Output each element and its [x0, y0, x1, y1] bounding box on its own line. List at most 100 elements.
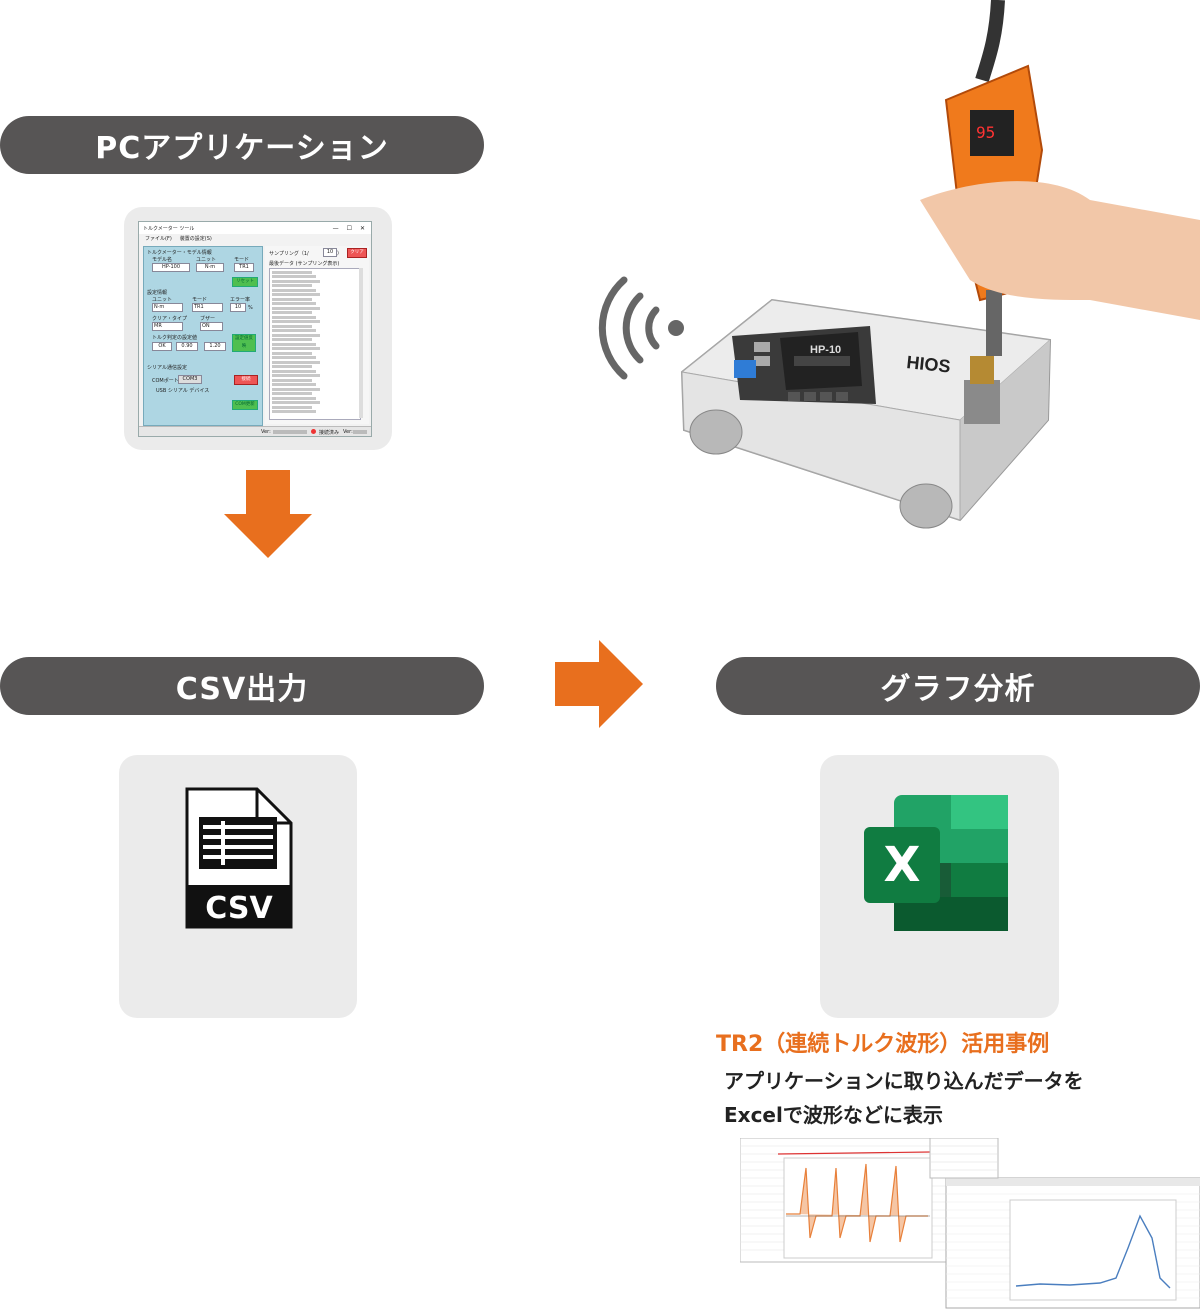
- unit-field: N·m: [196, 263, 224, 272]
- csv-file-icon: [185, 787, 293, 929]
- set-mode-select[interactable]: TR1: [192, 303, 223, 312]
- judge-mode-select[interactable]: OK: [152, 342, 172, 351]
- error-rate-select[interactable]: 10: [230, 303, 246, 312]
- menu-settings[interactable]: 装置の設定(S): [179, 236, 212, 242]
- excel-card: X: [820, 755, 1059, 1018]
- right-arrow-icon: [555, 640, 643, 728]
- csv-output-header: CSV出力: [0, 657, 484, 715]
- svg-text:95: 95: [976, 123, 995, 142]
- wireless-signal-icon: [598, 276, 684, 380]
- excel-screenshots: [740, 1138, 1200, 1309]
- group-model-label: トルクメーター・モデル情報: [147, 250, 212, 256]
- data-list-row: [272, 333, 320, 337]
- minimize-icon[interactable]: —: [332, 224, 339, 232]
- data-list-row: [272, 288, 316, 292]
- data-scrollbar[interactable]: [359, 268, 363, 418]
- apply-judge-button[interactable]: 設定値反映: [232, 334, 256, 352]
- data-list-row: [272, 405, 312, 409]
- connect-button[interactable]: 接続: [234, 375, 258, 385]
- data-list-row: [272, 279, 320, 283]
- status-dot-icon: [311, 429, 316, 434]
- set-mode-label: モード: [192, 297, 208, 303]
- data-list-row: [272, 338, 312, 341]
- status-connection: 接続済み: [319, 430, 340, 436]
- mode-field: TR1: [234, 263, 254, 272]
- data-list-row: [272, 369, 316, 373]
- excel-icon: [864, 795, 1008, 931]
- data-list-row: [272, 315, 316, 319]
- settings-panel: トルクメーター・モデル情報 モデル名 ユニット モード HP-100 N·m T…: [143, 246, 263, 426]
- group-serial-label: シリアル通信設定: [147, 365, 187, 371]
- blue-button: [734, 360, 756, 378]
- data-list-row: [272, 365, 312, 368]
- data-list-row: [272, 284, 312, 287]
- data-list[interactable]: [269, 268, 361, 420]
- unit-label: ユニット: [196, 257, 217, 263]
- status-ver: Ver:: [261, 429, 271, 435]
- device-brand-logo: HIOS: [906, 352, 952, 376]
- model-label: モデル名: [152, 257, 173, 263]
- status-ver2: Ver:: [343, 429, 353, 435]
- data-list-row: [272, 293, 320, 296]
- judge-high-field[interactable]: 1.20: [204, 342, 226, 351]
- set-unit-label: ユニット: [152, 297, 173, 303]
- pc-app-card: トルクメーター ツール — ☐ ✕ ファイル(F) 装置の設定(S) トルクメーター…: [124, 207, 392, 450]
- set-unit-select[interactable]: N·m: [152, 303, 183, 312]
- com-port-label: COMポート: [152, 378, 179, 384]
- down-arrow-icon: [224, 470, 312, 558]
- caption-body: アプリケーションに取り込んだデータを Excelで波形などに表示: [724, 1064, 1084, 1132]
- clear-type-label: クリア・タイプ: [152, 316, 188, 322]
- error-rate-label: エラー率: [230, 297, 251, 303]
- data-list-row: [272, 378, 312, 382]
- status-ver-value: [273, 430, 307, 434]
- data-header: 最後データ (サンプリング表示): [269, 261, 340, 267]
- graph-analysis-header: グラフ分析: [716, 657, 1200, 715]
- menu-file[interactable]: ファイル(F): [145, 236, 172, 242]
- data-list-row: [272, 297, 312, 301]
- app-window: トルクメーター ツール — ☐ ✕ ファイル(F) 装置の設定(S) トルクメーター…: [138, 221, 372, 437]
- sampling-field[interactable]: 10: [323, 248, 337, 257]
- data-list-row: [272, 347, 320, 350]
- data-list-row: [272, 270, 312, 274]
- csv-card: CSV: [119, 755, 357, 1018]
- caption-line-2: Excelで波形などに表示: [724, 1103, 943, 1127]
- data-list-row: [272, 396, 316, 400]
- judge-low-field[interactable]: 0.90: [176, 342, 198, 351]
- excel-letter: X: [883, 837, 921, 893]
- model-field: HP-100: [152, 263, 190, 272]
- close-icon[interactable]: ✕: [359, 224, 365, 232]
- caption-title: TR2（連続トルク波形）活用事例: [716, 1032, 1050, 1057]
- data-list-row: [272, 306, 320, 310]
- status-ver2-value: [353, 430, 367, 434]
- pc-application-header: PCアプリケーション: [0, 116, 484, 174]
- sampling-label: サンプリング（1/: [269, 251, 309, 257]
- reset-button[interactable]: リセット: [232, 277, 258, 287]
- data-list-row: [272, 302, 316, 305]
- group-settings-label: 設定情報: [147, 290, 168, 296]
- buzzer-label: ブザー: [200, 316, 216, 322]
- clear-type-select[interactable]: MR: [152, 322, 183, 331]
- data-list-row: [272, 374, 320, 377]
- com-refresh-button[interactable]: COM更新: [232, 400, 258, 410]
- data-list-row: [272, 356, 316, 359]
- buzzer-select[interactable]: ON: [200, 322, 223, 331]
- cable-icon: [975, 0, 1005, 83]
- clear-button[interactable]: クリア: [347, 248, 367, 258]
- data-list-row: [272, 401, 320, 404]
- data-list-row: [272, 311, 312, 314]
- data-list-row: [272, 320, 320, 323]
- sampling-suffix: ）: [337, 251, 343, 257]
- data-list-row: [272, 351, 312, 355]
- maximize-icon[interactable]: ☐: [346, 224, 352, 232]
- com-port-select[interactable]: COM3: [178, 375, 202, 384]
- caption-line-1: アプリケーションに取り込んだデータを: [724, 1069, 1084, 1093]
- app-title: トルクメーター ツール: [143, 225, 195, 232]
- data-list-row: [272, 342, 316, 346]
- data-list-row: [272, 360, 320, 364]
- app-menubar: ファイル(F) 装置の設定(S): [139, 234, 371, 243]
- app-titlebar: トルクメーター ツール — ☐ ✕: [139, 222, 371, 234]
- data-list-row: [272, 392, 312, 395]
- data-list-row: [272, 410, 316, 413]
- data-list-row: [272, 387, 320, 391]
- error-unit: %: [248, 305, 253, 311]
